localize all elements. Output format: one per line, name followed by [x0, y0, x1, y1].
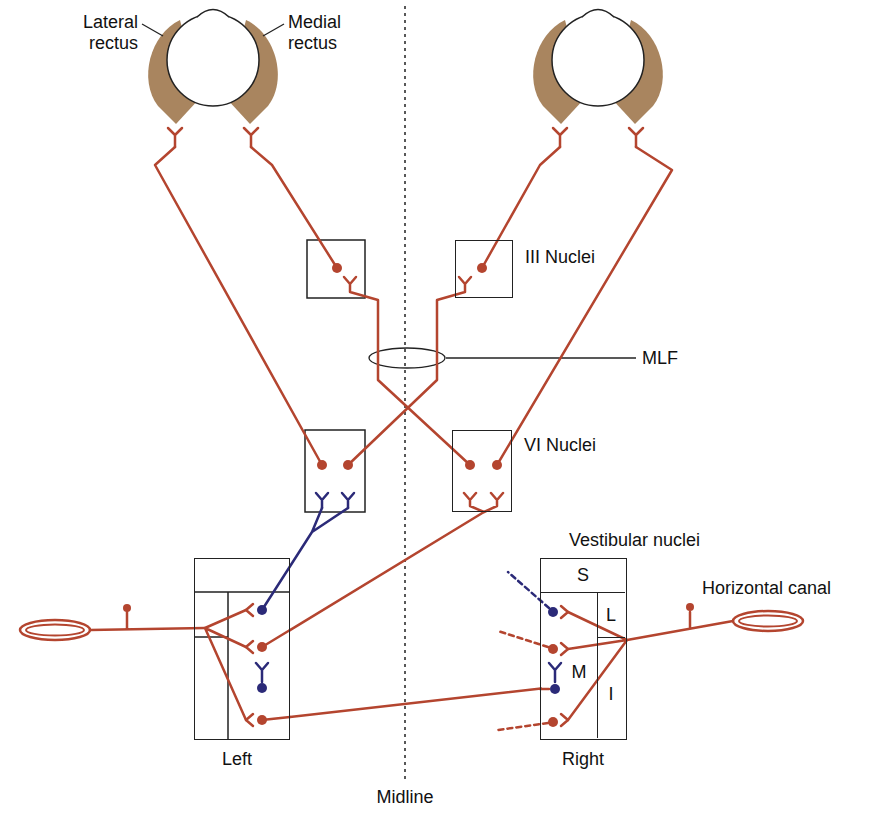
muscle-label: Lateral rectus — [63, 12, 138, 53]
synaptic-terminal — [246, 604, 253, 726]
ganglion-cell — [686, 603, 694, 611]
subnucleus-letter: S — [577, 565, 589, 586]
neuron-body — [477, 263, 487, 273]
neuron-body — [257, 715, 267, 725]
inhibitory-neuron — [548, 607, 558, 617]
tract-label: MLF — [642, 348, 678, 369]
inhibitory-neuron — [257, 683, 267, 693]
subnucleus-letter: M — [572, 662, 587, 683]
abducens-axon — [497, 147, 672, 465]
neural-connection — [290, 512, 484, 630]
nucleus-box — [307, 240, 365, 298]
nucleus-label: III Nuclei — [525, 247, 595, 268]
synaptic-terminal — [561, 606, 568, 726]
eyeball — [167, 14, 259, 106]
mlf-ellipse — [369, 348, 445, 368]
vestibular-nucleus-box: Left — [194, 558, 290, 740]
canal-label: Horizontal canal — [702, 578, 831, 599]
subnucleus-region: L — [597, 593, 625, 638]
horizontal-canal — [739, 616, 797, 627]
horizontal-canal — [20, 620, 90, 640]
motor-terminal — [629, 128, 643, 147]
vestibular-afferent — [90, 612, 205, 630]
neuron-body — [492, 460, 502, 470]
midline-line — [404, 6, 406, 782]
neuron-body — [332, 263, 342, 273]
leader-line — [142, 24, 163, 36]
abducens-axon — [155, 147, 322, 465]
neuron-body — [548, 644, 558, 654]
subnucleus-region: I — [597, 638, 625, 738]
neural-connection — [290, 689, 541, 718]
motor-terminal — [168, 128, 182, 147]
subnucleus-region: M — [541, 593, 597, 738]
vestibular-nucleus-box: Vestibular nucleiRightSLMI — [540, 558, 627, 740]
inhibitory-neuron — [257, 605, 267, 615]
neuron-body — [343, 460, 353, 470]
cornea — [582, 10, 614, 18]
motor-terminal — [244, 128, 258, 147]
vestibular-axon — [262, 630, 290, 720]
subnucleus-region: S — [541, 559, 625, 593]
ganglion-cell — [123, 604, 131, 612]
inhibitory-terminal — [256, 663, 268, 682]
subnucleus-letter: L — [606, 605, 616, 626]
nucleus-box: III Nuclei — [455, 240, 513, 298]
oculomotor-axon — [251, 147, 337, 268]
vestibular-afferent — [205, 610, 246, 720]
nucleus-label: VI Nuclei — [524, 435, 596, 456]
nucleus-box — [305, 430, 365, 512]
nucleus-division — [194, 592, 290, 740]
subnucleus-letter: I — [608, 684, 613, 705]
synaptic-terminal — [464, 493, 503, 512]
cornea — [197, 10, 229, 18]
neuron-body — [465, 460, 475, 470]
neuron-body — [548, 717, 558, 727]
side-label: Right — [562, 749, 604, 770]
horizontal-canal — [733, 611, 803, 631]
inhibitory-terminal — [316, 493, 354, 508]
side-label: Left — [222, 749, 252, 770]
leader-line — [446, 357, 636, 358]
inhibitory-terminal — [549, 663, 561, 682]
nucleus-box: VI Nuclei — [452, 430, 512, 512]
eyeball — [552, 14, 644, 106]
nucleus-heading: Vestibular nuclei — [569, 530, 700, 551]
leader-line — [263, 24, 284, 36]
inhibitory-axon — [262, 508, 348, 610]
muscle-label: Medial rectus — [288, 12, 363, 53]
midline-label: Midline — [376, 787, 433, 808]
motor-terminal — [553, 128, 567, 147]
inactive-axon — [508, 572, 549, 608]
neuron-body — [317, 460, 327, 470]
neuron-body — [257, 642, 267, 652]
horizontal-canal — [26, 625, 84, 636]
vestibular-afferent — [627, 612, 733, 640]
inhibitory-neuron — [550, 684, 560, 694]
